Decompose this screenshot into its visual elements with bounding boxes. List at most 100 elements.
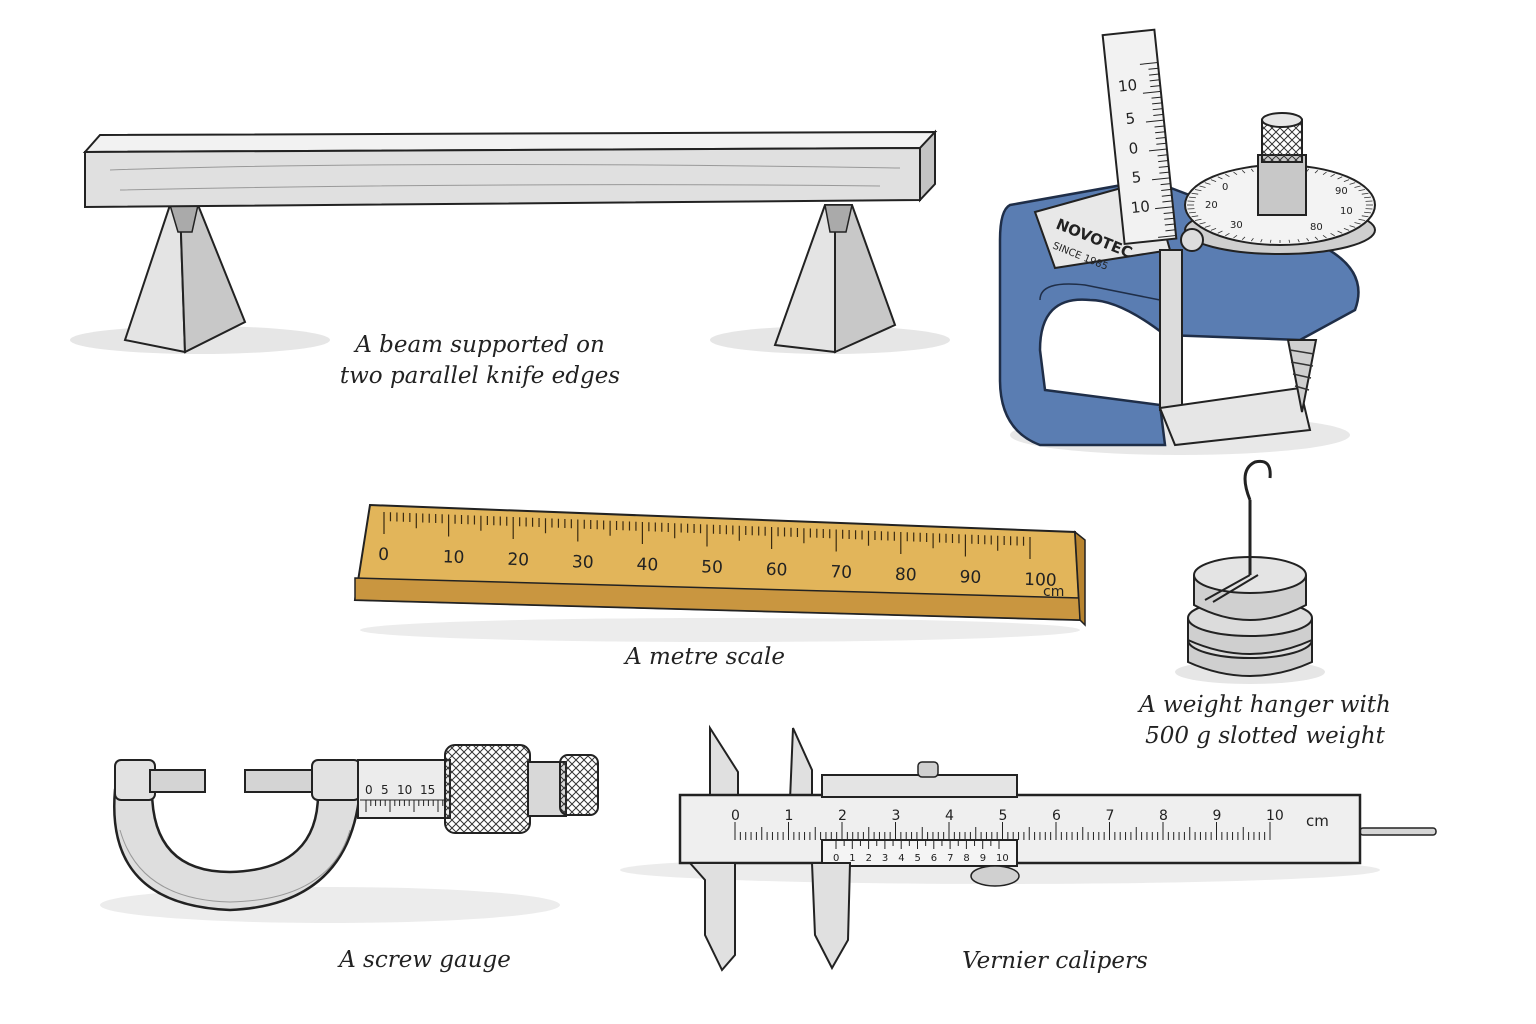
vernier-label: 3: [882, 853, 888, 864]
main-scale-label: 8: [1159, 808, 1168, 824]
dial-tick: [1199, 222, 1206, 225]
beam-caption-line1: A beam supported on: [355, 332, 605, 358]
dial-tick: [1250, 168, 1254, 172]
spherometer-tick: [1161, 194, 1172, 197]
main-scale-label: 2: [838, 808, 847, 824]
spherometer-tick: [1155, 136, 1166, 140]
spherometer-tick: [1157, 154, 1168, 157]
spherometer-tick: [1154, 125, 1165, 128]
dial-tick: [1225, 173, 1230, 178]
central-screw: [1286, 339, 1318, 413]
scale-label: 10: [1130, 197, 1151, 217]
dial-label: 20: [1205, 200, 1218, 211]
scale-label: 5: [1125, 109, 1136, 128]
spherometer-tick: [1150, 85, 1161, 88]
dial-tick: [1349, 182, 1356, 185]
spherometer-tick: [1151, 96, 1162, 99]
scale-label: 0: [1128, 139, 1139, 158]
vernier-scale-plate: [821, 839, 1018, 867]
main-scale-label: 10: [1266, 808, 1284, 824]
spherometer-tick: [1149, 79, 1160, 82]
spherometer-tick: [1148, 67, 1159, 70]
dial-tick: [1194, 189, 1202, 192]
metre-label: 70: [830, 562, 852, 583]
spherometer: NOVOTEC SINCE 1985 10 5 0 5 10 0 90 10 2…: [998, 28, 1376, 455]
spherometer-tick: [1165, 229, 1176, 232]
spherometer-tick: [1159, 171, 1170, 174]
knurled-knob: [1257, 112, 1307, 216]
dial-tick: [1364, 196, 1372, 199]
scale-label: 10: [1117, 76, 1138, 96]
dial-tick: [1306, 238, 1310, 242]
dial-tick: [1210, 179, 1217, 182]
main-scale-label: 1: [785, 808, 794, 824]
dial-tick: [1361, 215, 1369, 218]
dial-tick: [1204, 182, 1211, 185]
spherometer-tick: [1162, 200, 1173, 203]
dial-tick: [1343, 179, 1350, 182]
dial-tick: [1322, 234, 1327, 239]
spherometer-tick: [1156, 142, 1167, 145]
dial-tick: [1191, 215, 1199, 218]
dial-tick: [1337, 230, 1343, 234]
vernier-label: 8: [963, 853, 969, 864]
dial-tick: [1241, 169, 1246, 174]
weight-hanger: [1175, 459, 1325, 684]
metre-label: 80: [895, 565, 917, 586]
spherometer-tick: [1139, 61, 1158, 65]
weight-caption-line1: A weight hanger with: [1139, 692, 1391, 718]
dial-tick: [1241, 236, 1246, 241]
dial-tick: [1330, 173, 1335, 178]
spherometer-tick: [1158, 160, 1169, 163]
sleeve-label: 0: [365, 783, 373, 797]
metre-label: 50: [701, 557, 723, 578]
dial-tick: [1358, 218, 1366, 221]
dial-label: 90: [1335, 186, 1348, 197]
spherometer-tick: [1142, 90, 1161, 94]
dial-tick: [1204, 225, 1211, 228]
main-scale-label: 4: [945, 808, 954, 824]
dial-tick: [1364, 211, 1372, 214]
dial-tick: [1354, 185, 1361, 188]
spherometer-tick: [1158, 235, 1177, 238]
metre-label: 0: [378, 545, 390, 565]
metre-label: 30: [572, 552, 594, 573]
spherometer-tick: [1152, 108, 1163, 111]
wooden-beam: [82, 129, 938, 209]
main-scale-label: 6: [1052, 808, 1061, 824]
weight-caption-line2: 500 g slotted weight: [1145, 723, 1385, 749]
screw-gauge: 0 5 10 15: [100, 744, 599, 923]
left-knife-edge: [123, 204, 247, 354]
dial-tick: [1260, 239, 1263, 243]
dial-tick: [1337, 176, 1343, 180]
spherometer-tick: [1160, 183, 1171, 186]
spherometer-tick: [1153, 113, 1164, 116]
spherometer-tick: [1152, 102, 1163, 105]
sleeve-label: 5: [381, 783, 389, 797]
spherometer-tick: [1155, 206, 1174, 210]
metre-label: 20: [507, 550, 529, 571]
spherometer-tick: [1164, 223, 1175, 226]
right-knife-edge: [773, 204, 897, 354]
beam-on-knife-edges: [70, 129, 950, 354]
metre-label: 60: [765, 560, 787, 581]
dial-tick: [1361, 192, 1369, 195]
dial-tick: [1269, 239, 1272, 243]
dial-tick: [1217, 176, 1223, 180]
dial-tick: [1297, 239, 1300, 243]
main-scale-label: 7: [1106, 808, 1115, 824]
spherometer-tick: [1164, 217, 1175, 220]
beam-caption-line2: two parallel knife edges: [339, 363, 621, 389]
vernier-unit: cm: [1306, 812, 1329, 830]
spherometer-tick: [1158, 165, 1169, 168]
vernier-label: 1: [849, 853, 855, 864]
spherometer-tick: [1155, 131, 1166, 134]
screw-gauge-caption: A screw gauge: [339, 947, 511, 973]
dial-label: 80: [1310, 222, 1323, 233]
weight-hanger-caption: A weight hanger with 500 g slotted weigh…: [1110, 690, 1420, 752]
dial-label: 0: [1222, 182, 1228, 193]
vernier-label: 4: [898, 853, 904, 864]
dial-tick: [1191, 192, 1199, 195]
metre-unit: cm: [1043, 584, 1064, 600]
